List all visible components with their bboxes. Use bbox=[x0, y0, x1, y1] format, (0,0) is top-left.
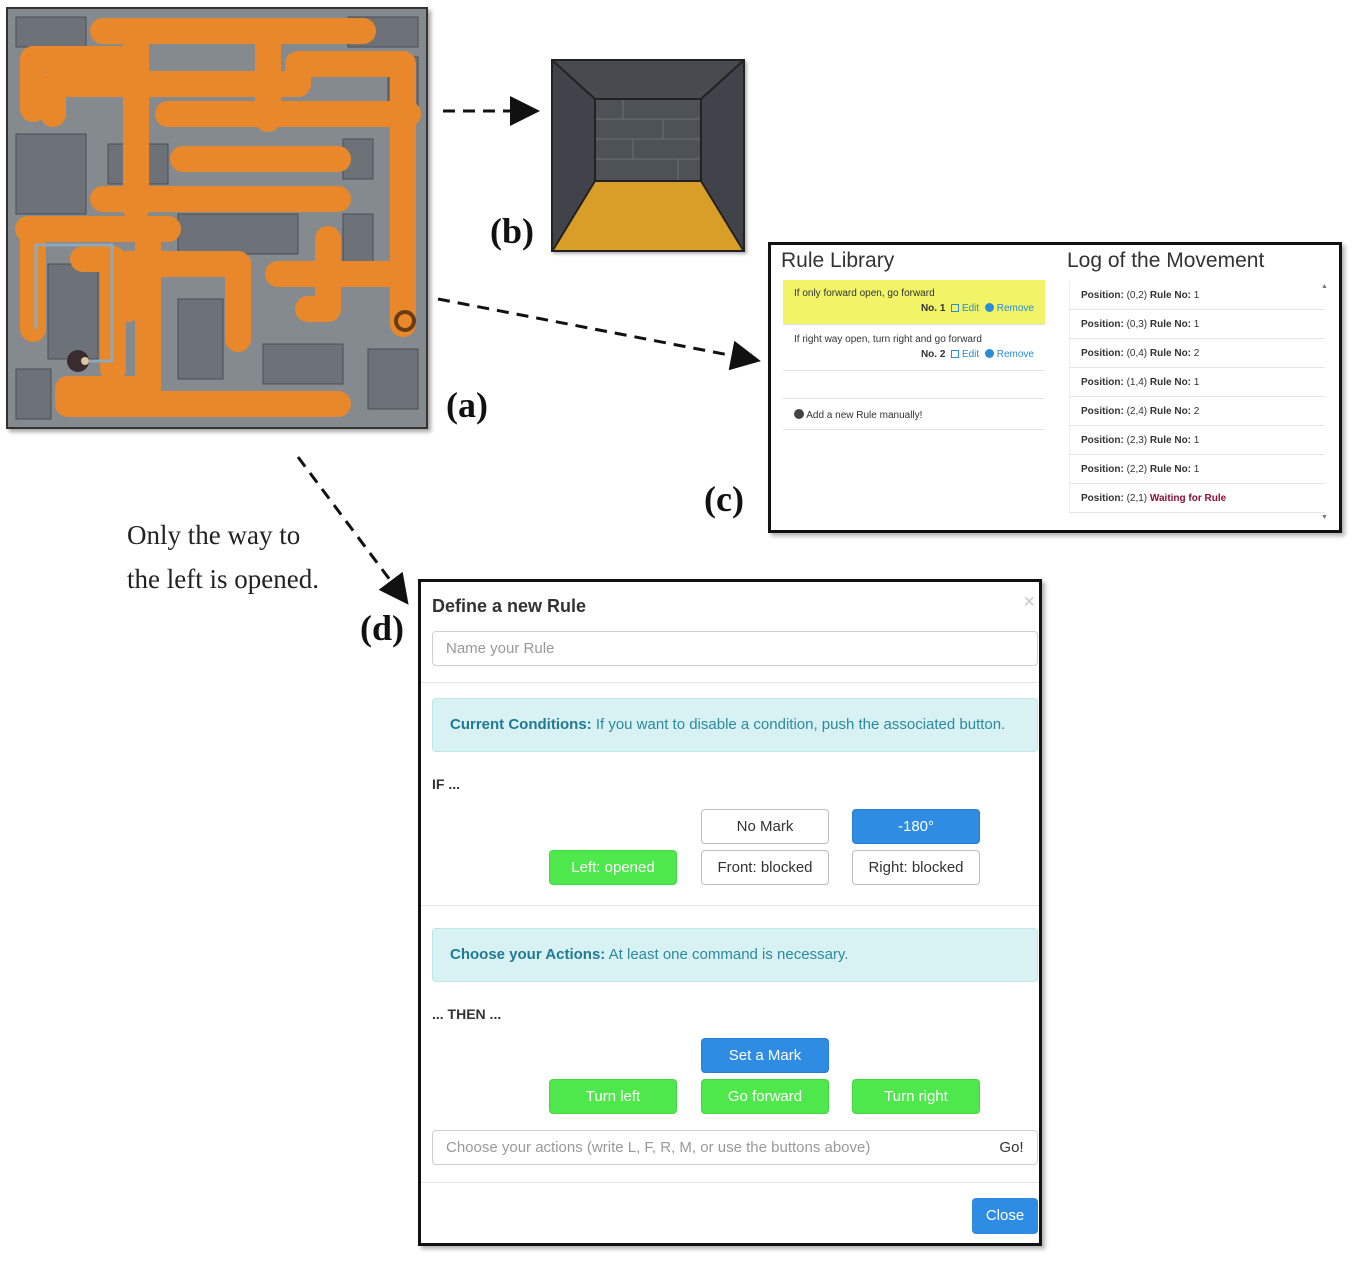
turn-left-button[interactable]: Turn left bbox=[549, 1079, 677, 1114]
remove-icon bbox=[984, 303, 994, 312]
agent-icon bbox=[67, 350, 89, 372]
then-label: ... THEN ... bbox=[432, 1006, 502, 1022]
log-scrollbar[interactable]: ▲ ▼ bbox=[1321, 283, 1329, 521]
rule-text: If right way open, turn right and go for… bbox=[794, 334, 982, 345]
rotation-button[interactable]: -180° bbox=[852, 809, 980, 844]
turn-right-button[interactable]: Turn right bbox=[852, 1079, 980, 1114]
define-rule-dialog: Define a new Rule × Name your Rule Curre… bbox=[418, 579, 1042, 1246]
divider bbox=[421, 905, 1039, 906]
log-row: Position: (0,3) Rule No: 1 bbox=[1069, 310, 1325, 339]
label-a: (a) bbox=[446, 385, 488, 425]
go-button[interactable]: Go! bbox=[986, 1130, 1038, 1165]
log-row-waiting: Position: (2,1) Waiting for Rule bbox=[1069, 484, 1325, 513]
rule-remove-link[interactable]: Remove bbox=[996, 349, 1034, 360]
first-person-view bbox=[551, 59, 745, 252]
conditions-alert: Current Conditions: If you want to disab… bbox=[432, 698, 1038, 752]
divider bbox=[421, 1182, 1039, 1183]
remove-icon bbox=[984, 349, 994, 358]
add-rule-button[interactable]: Add a new Rule manually! bbox=[783, 398, 1045, 430]
rule-number: No. 1 bbox=[920, 303, 946, 314]
close-icon[interactable]: × bbox=[1023, 591, 1035, 613]
front-blocked-button[interactable]: Front: blocked bbox=[701, 850, 829, 885]
label-c: (c) bbox=[704, 479, 744, 519]
plus-circle-icon bbox=[794, 409, 804, 419]
actions-alert: Choose your Actions: At least one comman… bbox=[432, 928, 1038, 982]
movement-log[interactable]: Position: (0,2) Rule No: 1 Position: (0,… bbox=[1069, 281, 1325, 521]
close-button[interactable]: Close bbox=[972, 1198, 1038, 1234]
actions-input[interactable]: Choose your actions (write L, F, R, M, o… bbox=[432, 1130, 987, 1165]
log-title: Log of the Movement bbox=[1067, 249, 1265, 272]
scroll-up-icon[interactable]: ▲ bbox=[1321, 283, 1328, 290]
rule-text: If only forward open, go forward bbox=[794, 288, 935, 299]
rule-remove-link[interactable]: Remove bbox=[996, 303, 1034, 314]
rule-library-panel: Rule Library Log of the Movement If only… bbox=[768, 242, 1342, 533]
label-d: (d) bbox=[360, 608, 404, 648]
rule-name-input[interactable]: Name your Rule bbox=[432, 631, 1038, 666]
maze-map bbox=[6, 7, 428, 429]
arrow-to-library bbox=[437, 297, 761, 371]
right-blocked-button[interactable]: Right: blocked bbox=[852, 850, 980, 885]
log-row: Position: (2,4) Rule No: 2 bbox=[1069, 397, 1325, 426]
if-label: IF ... bbox=[432, 776, 460, 792]
edit-icon bbox=[951, 350, 960, 358]
set-mark-button[interactable]: Set a Mark bbox=[701, 1038, 829, 1073]
go-forward-button[interactable]: Go forward bbox=[701, 1079, 829, 1114]
rule-edit-link[interactable]: Edit bbox=[961, 349, 980, 360]
rule-library-title: Rule Library bbox=[781, 249, 895, 272]
log-row: Position: (1,4) Rule No: 1 bbox=[1069, 368, 1325, 397]
left-opened-button[interactable]: Left: opened bbox=[549, 850, 677, 885]
rule-number: No. 2 bbox=[920, 349, 946, 360]
log-row: Position: (2,2) Rule No: 1 bbox=[1069, 455, 1325, 484]
no-mark-button[interactable]: No Mark bbox=[701, 809, 829, 844]
edit-icon bbox=[951, 304, 960, 312]
rule-item-1[interactable]: If only forward open, go forward No. 1 E… bbox=[783, 280, 1045, 325]
rule-edit-link[interactable]: Edit bbox=[961, 303, 980, 314]
waiting-status: Waiting for Rule bbox=[1149, 493, 1227, 504]
add-rule-label: Add a new Rule manually! bbox=[806, 410, 923, 421]
divider bbox=[421, 682, 1039, 683]
log-row: Position: (2,3) Rule No: 1 bbox=[1069, 426, 1325, 455]
dialog-title: Define a new Rule bbox=[432, 596, 587, 616]
scroll-down-icon[interactable]: ▼ bbox=[1321, 514, 1328, 521]
log-row: Position: (0,2) Rule No: 1 bbox=[1069, 281, 1325, 310]
label-b: (b) bbox=[490, 211, 534, 251]
log-row: Position: (0,4) Rule No: 2 bbox=[1069, 339, 1325, 368]
annotation-note: Only the way to the left is opened. bbox=[127, 520, 319, 594]
rule-item-2[interactable]: If right way open, turn right and go for… bbox=[783, 326, 1045, 371]
